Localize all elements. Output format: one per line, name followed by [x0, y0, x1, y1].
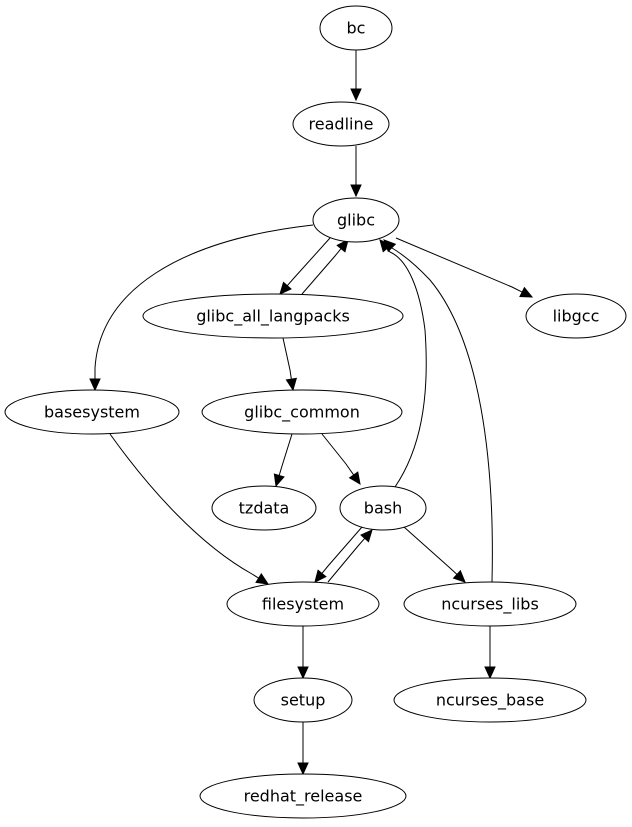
- node-libgcc[interactable]: libgcc: [525, 293, 627, 339]
- edge-filesystem-to-bash: [327, 529, 373, 583]
- edge-readline-to-glibc: [350, 146, 362, 198]
- node-label: redhat_release: [244, 787, 363, 807]
- node-shape: [4, 389, 180, 435]
- edge-line: [395, 237, 524, 293]
- arrowhead-icon: [484, 666, 496, 680]
- edge-line: [282, 337, 293, 381]
- edge-line: [94, 224, 314, 380]
- node-shape: [211, 485, 317, 531]
- node-glibc-all-langpacks[interactable]: glibc_all_langpacks: [142, 293, 404, 339]
- node-tzdata[interactable]: tzdata: [211, 485, 317, 531]
- node-ncurses-libs[interactable]: ncurses_libs: [403, 581, 577, 627]
- node-label: glibc: [337, 211, 375, 230]
- node-shape: [339, 485, 427, 531]
- arrowhead-icon: [350, 184, 362, 198]
- edge-line: [321, 433, 355, 477]
- edge-glibc-to-glibc-all-langpacks: [279, 237, 331, 295]
- node-glibc-common[interactable]: glibc_common: [201, 389, 403, 435]
- edge-line: [320, 526, 363, 575]
- edge-line: [390, 246, 493, 583]
- edge-glibc-to-basesystem: [89, 224, 314, 392]
- arrowhead-icon: [452, 569, 466, 583]
- edge-filesystem-to-setup: [297, 626, 309, 680]
- edge-bash-to-glibc: [379, 239, 427, 488]
- edge-line: [403, 526, 459, 576]
- node-ncurses-base[interactable]: ncurses_base: [393, 677, 587, 723]
- node-shape: [199, 773, 407, 819]
- edge-basesystem-to-filesystem: [109, 433, 270, 585]
- arrowhead-icon: [273, 473, 285, 488]
- node-shape: [319, 5, 393, 51]
- arrowhead-icon: [89, 378, 101, 392]
- edge-glibc-all-langpacks-to-glibc: [301, 239, 349, 295]
- node-setup[interactable]: setup: [253, 677, 353, 723]
- node-label: filesystem: [262, 595, 344, 614]
- arrowhead-icon: [279, 281, 292, 295]
- node-shape: [226, 581, 380, 627]
- arrowhead-icon: [285, 377, 298, 392]
- node-filesystem[interactable]: filesystem: [226, 581, 380, 627]
- arrowhead-icon: [314, 569, 327, 583]
- node-redhat-release[interactable]: redhat_release: [199, 773, 407, 819]
- arrowhead-icon: [297, 666, 309, 680]
- node-label: ncurses_libs: [441, 595, 539, 615]
- node-label: readline: [309, 115, 374, 134]
- edge-ncurses-libs-to-ncurses-base: [484, 626, 496, 680]
- arrowhead-icon: [255, 573, 270, 585]
- node-shape: [253, 677, 353, 723]
- nodes-layer: bc readline glibc glibc_all_langpacks libgcc…: [4, 5, 627, 819]
- node-label: bash: [364, 499, 402, 518]
- edge-line: [278, 433, 293, 477]
- edge-line: [327, 537, 366, 583]
- node-label: glibc_common: [244, 403, 360, 423]
- edge-glibc-to-libgcc: [395, 237, 534, 298]
- node-label: ncurses_base: [436, 691, 544, 711]
- node-shape: [393, 677, 587, 723]
- node-label: bc: [347, 19, 366, 38]
- arrowhead-icon: [519, 286, 534, 298]
- edge-bc-to-readline: [350, 50, 362, 102]
- node-glibc[interactable]: glibc: [312, 197, 400, 243]
- edges-layer: [89, 50, 534, 776]
- edge-ncurses-libs-to-glibc: [383, 239, 493, 583]
- node-bash[interactable]: bash: [339, 485, 427, 531]
- node-shape: [312, 197, 400, 243]
- node-bc[interactable]: bc: [319, 5, 393, 51]
- node-shape: [201, 389, 403, 435]
- edge-glibc-common-to-tzdata: [273, 433, 293, 488]
- arrowhead-icon: [336, 239, 349, 253]
- edge-bash-to-filesystem: [314, 526, 363, 583]
- node-label: tzdata: [239, 499, 290, 518]
- edge-glibc-common-to-bash: [321, 433, 361, 485]
- node-shape: [292, 101, 390, 147]
- edge-line: [301, 247, 343, 295]
- edge-glibc-all-langpacks-to-glibc-common: [282, 337, 298, 392]
- arrowhead-icon: [383, 239, 397, 253]
- node-label: basesystem: [44, 403, 140, 422]
- node-shape: [142, 293, 404, 339]
- arrowhead-icon: [297, 762, 309, 776]
- edge-line: [286, 237, 331, 287]
- arrowhead-icon: [350, 88, 362, 102]
- node-label: glibc_all_langpacks: [196, 307, 350, 327]
- edge-line: [109, 433, 260, 580]
- node-readline[interactable]: readline: [292, 101, 390, 147]
- edge-line: [386, 247, 427, 488]
- edge-bash-to-ncurses-libs: [403, 526, 466, 583]
- node-shape: [403, 581, 577, 627]
- edge-setup-to-redhat-release: [297, 722, 309, 776]
- arrowhead-icon: [360, 529, 373, 543]
- node-basesystem[interactable]: basesystem: [4, 389, 180, 435]
- node-shape: [525, 293, 627, 339]
- node-label: setup: [281, 691, 326, 710]
- arrowhead-icon: [348, 471, 361, 485]
- node-label: libgcc: [553, 307, 600, 326]
